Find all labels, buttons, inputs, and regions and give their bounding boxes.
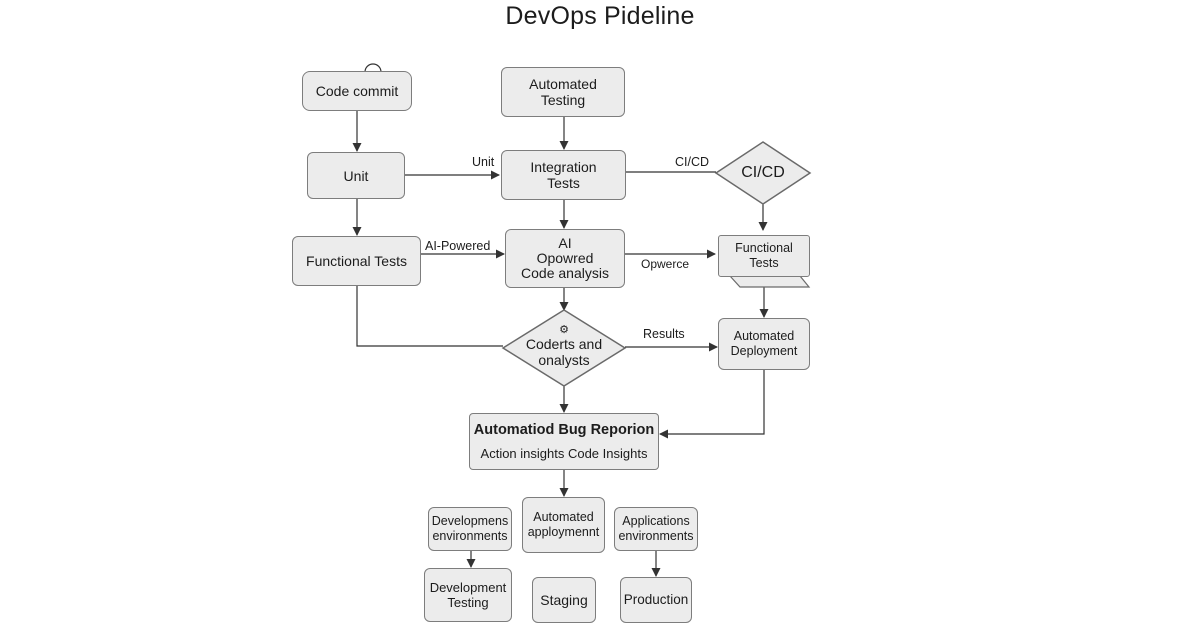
coderts-label-line2: onalysts [538,352,590,368]
commit-arc [364,63,382,73]
bug-report-title: Automatiod Bug Reporion [473,421,655,438]
automated-deployment-node: Automated Deployment [718,318,810,370]
code-commit-label: Code commit [315,83,399,99]
bug-report-subtitle: Action insights Code Insights [480,445,648,461]
coderts-node: ⚙ Coderts and onalysts [503,320,625,372]
gear-icon: ⚙ [559,324,569,336]
diagram-title: DevOps Pideline [505,2,695,30]
automated-testing-node: Automated Testing [501,67,625,117]
ai-analysis-label-line1: AI [558,235,572,251]
integration-tests-node: Integration Tests [501,150,626,200]
bug-report-node: Automatiod Bug Reporion Action insights … [469,413,659,470]
functional-tests-right-label-line1: Functional [735,241,793,255]
cicd-label: CI/CD [741,164,785,181]
dev-environments-node: Developmens environments [428,507,512,551]
app-environments-label-line2: environments [618,529,694,543]
app-environments-label-line1: Applications [622,514,690,528]
functional-tests-right-node: Functional Tests [718,235,810,277]
development-testing-node: Development Testing [424,568,512,622]
ai-analysis-label-line2: Opowred [536,250,594,266]
production-node: Production [620,577,692,623]
staging-node: Staging [532,577,596,623]
automated-apply-label-line2: apploymennt [527,525,600,539]
functional-tests-left-node: Functional Tests [292,236,421,286]
automated-apply-label-line1: Automated [533,510,594,524]
functional-tests-right-label-line2: Tests [749,256,779,270]
automated-testing-label-line1: Automated [529,76,597,92]
automated-deployment-label-line2: Deployment [730,344,798,358]
unit-node: Unit [307,152,405,199]
automated-testing-label-line2: Testing [540,92,586,108]
edge-label-cicd: CI/CD [675,155,710,169]
production-label: Production [623,592,689,607]
ai-analysis-label-line3: Code analysis [521,265,609,281]
app-environments-node: Applications environments [614,507,698,551]
integration-tests-label-line1: Integration [530,159,597,175]
dev-environments-label-line2: environments [432,529,508,543]
edge-label-results: Results [643,327,685,341]
coderts-label-line1: Coderts and [525,336,603,352]
development-testing-label-line2: Testing [447,595,489,610]
coderts-diamond [501,309,627,387]
edge-label-ai-powered: AI-Powered [425,239,491,253]
cicd-diamond [714,141,812,205]
functional-tests-left-label: Functional Tests [306,253,407,269]
unit-label: Unit [343,167,369,184]
code-commit-node: Code commit [302,71,412,111]
automated-deployment-label-line1: Automated [733,329,795,343]
arrow-deployment-report [659,370,765,439]
functional-tests-document-shape [728,275,811,288]
automated-apply-node: Automated apploymennt [522,497,605,553]
edge-label-opwerce: Opwerce [641,257,690,271]
integration-tests-label-line2: Tests [547,175,580,191]
dev-environments-label-line1: Developmens [431,514,509,528]
ai-analysis-node: AI Opowred Code analysis [505,229,625,288]
edge-label-unit: Unit [472,155,495,169]
development-testing-label-line1: Development [429,580,507,595]
line-functional-coderts [356,286,503,347]
cicd-node: CI/CD [716,158,810,188]
staging-label: Staging [540,592,588,608]
